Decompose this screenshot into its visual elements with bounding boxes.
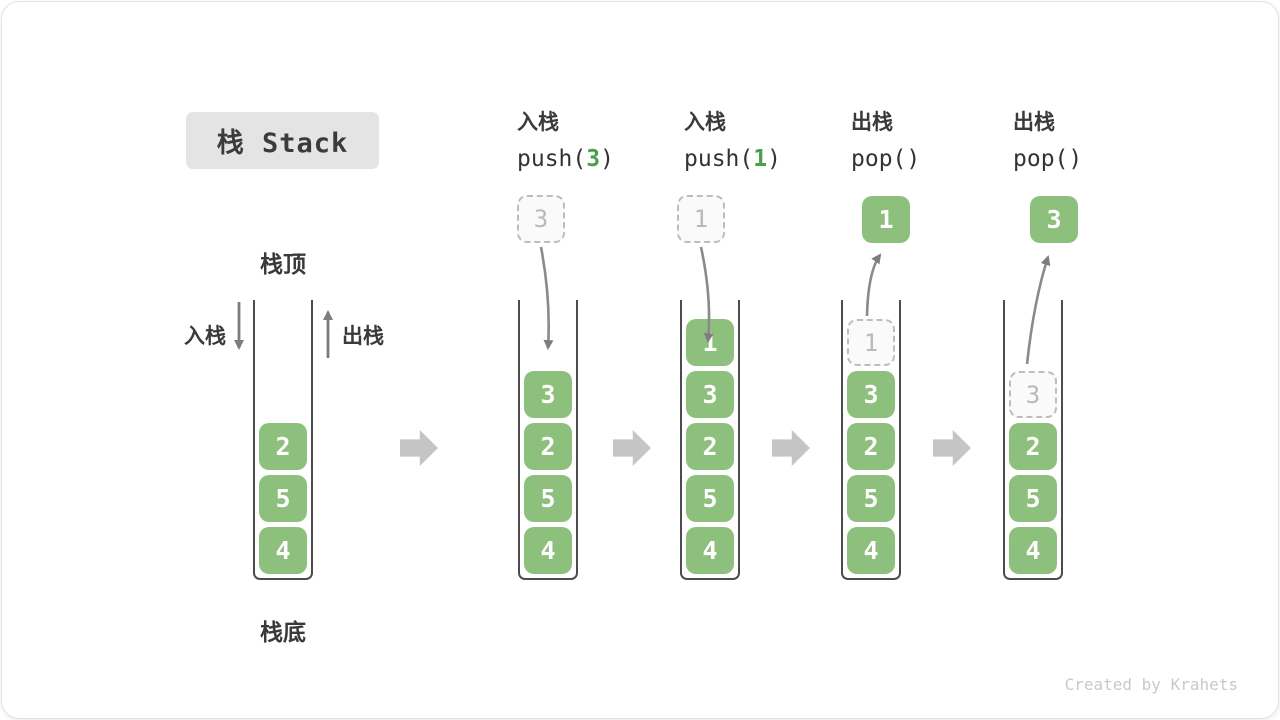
stack-container-5 (1003, 300, 1063, 580)
stack-cell: 3 (524, 371, 572, 418)
title-badge: 栈 Stack (186, 112, 379, 169)
stack-cell: 3 (847, 371, 895, 418)
stack-cell: 4 (259, 527, 307, 574)
stack-cell: 5 (686, 475, 734, 522)
stack-cell: 4 (524, 527, 572, 574)
stack-container-1 (253, 300, 313, 580)
stack-container-4 (841, 300, 901, 580)
stack-cell-ghost: 1 (847, 319, 895, 366)
op-code: pop() (851, 143, 920, 175)
code-prefix: pop() (851, 146, 921, 172)
stack-cell: 3 (686, 371, 734, 418)
stack-cell: 5 (847, 475, 895, 522)
stack-cell-ghost: 3 (1009, 371, 1057, 418)
floating-push-cell: 1 (677, 195, 725, 243)
op-label: 入栈 (684, 111, 726, 134)
op-code: pop() (1013, 143, 1082, 175)
stack-container-3 (680, 300, 740, 580)
op-label: 入栈 (517, 111, 559, 134)
popped-cell: 1 (862, 196, 910, 243)
push-side-label: 入栈 (184, 325, 226, 348)
op-code: push(1) (684, 143, 781, 175)
col-header-pop-3: 出栈 pop() (1013, 108, 1082, 175)
stack-bottom-label: 栈底 (260, 619, 306, 645)
code-arg: 3 (586, 146, 601, 172)
stack-cell: 2 (524, 423, 572, 470)
op-label: 出栈 (851, 111, 893, 134)
stack-cell: 2 (686, 423, 734, 470)
col-header-pop-1: 出栈 pop() (851, 108, 920, 175)
code-prefix: push( (684, 146, 754, 172)
stack-cell: 5 (1009, 475, 1057, 522)
col-header-push-1: 入栈 push(1) (684, 108, 781, 175)
op-label: 出栈 (1013, 111, 1055, 134)
stack-cell: 5 (524, 475, 572, 522)
stack-container-2 (518, 300, 578, 580)
title-text: 栈 Stack (216, 128, 349, 159)
stack-cell: 4 (847, 527, 895, 574)
col-header-push-3: 入栈 push(3) (517, 108, 614, 175)
floating-push-cell: 3 (517, 195, 565, 243)
stack-top-label: 栈顶 (260, 251, 306, 277)
stack-cell: 2 (259, 423, 307, 470)
pop-side-label: 出栈 (342, 325, 384, 348)
stack-cell: 2 (1009, 423, 1057, 470)
popped-cell: 3 (1030, 196, 1078, 243)
code-prefix: push( (517, 146, 587, 172)
code-prefix: pop() (1013, 146, 1083, 172)
code-arg: 1 (753, 146, 768, 172)
stack-cell: 2 (847, 423, 895, 470)
stack-cell: 1 (686, 319, 734, 366)
watermark-credit: Created by Krahets (1064, 675, 1238, 694)
stack-cell: 5 (259, 475, 307, 522)
code-suffix: ) (767, 146, 781, 172)
op-code: push(3) (517, 143, 614, 175)
code-suffix: ) (600, 146, 614, 172)
stack-cell: 4 (1009, 527, 1057, 574)
stack-cell: 4 (686, 527, 734, 574)
